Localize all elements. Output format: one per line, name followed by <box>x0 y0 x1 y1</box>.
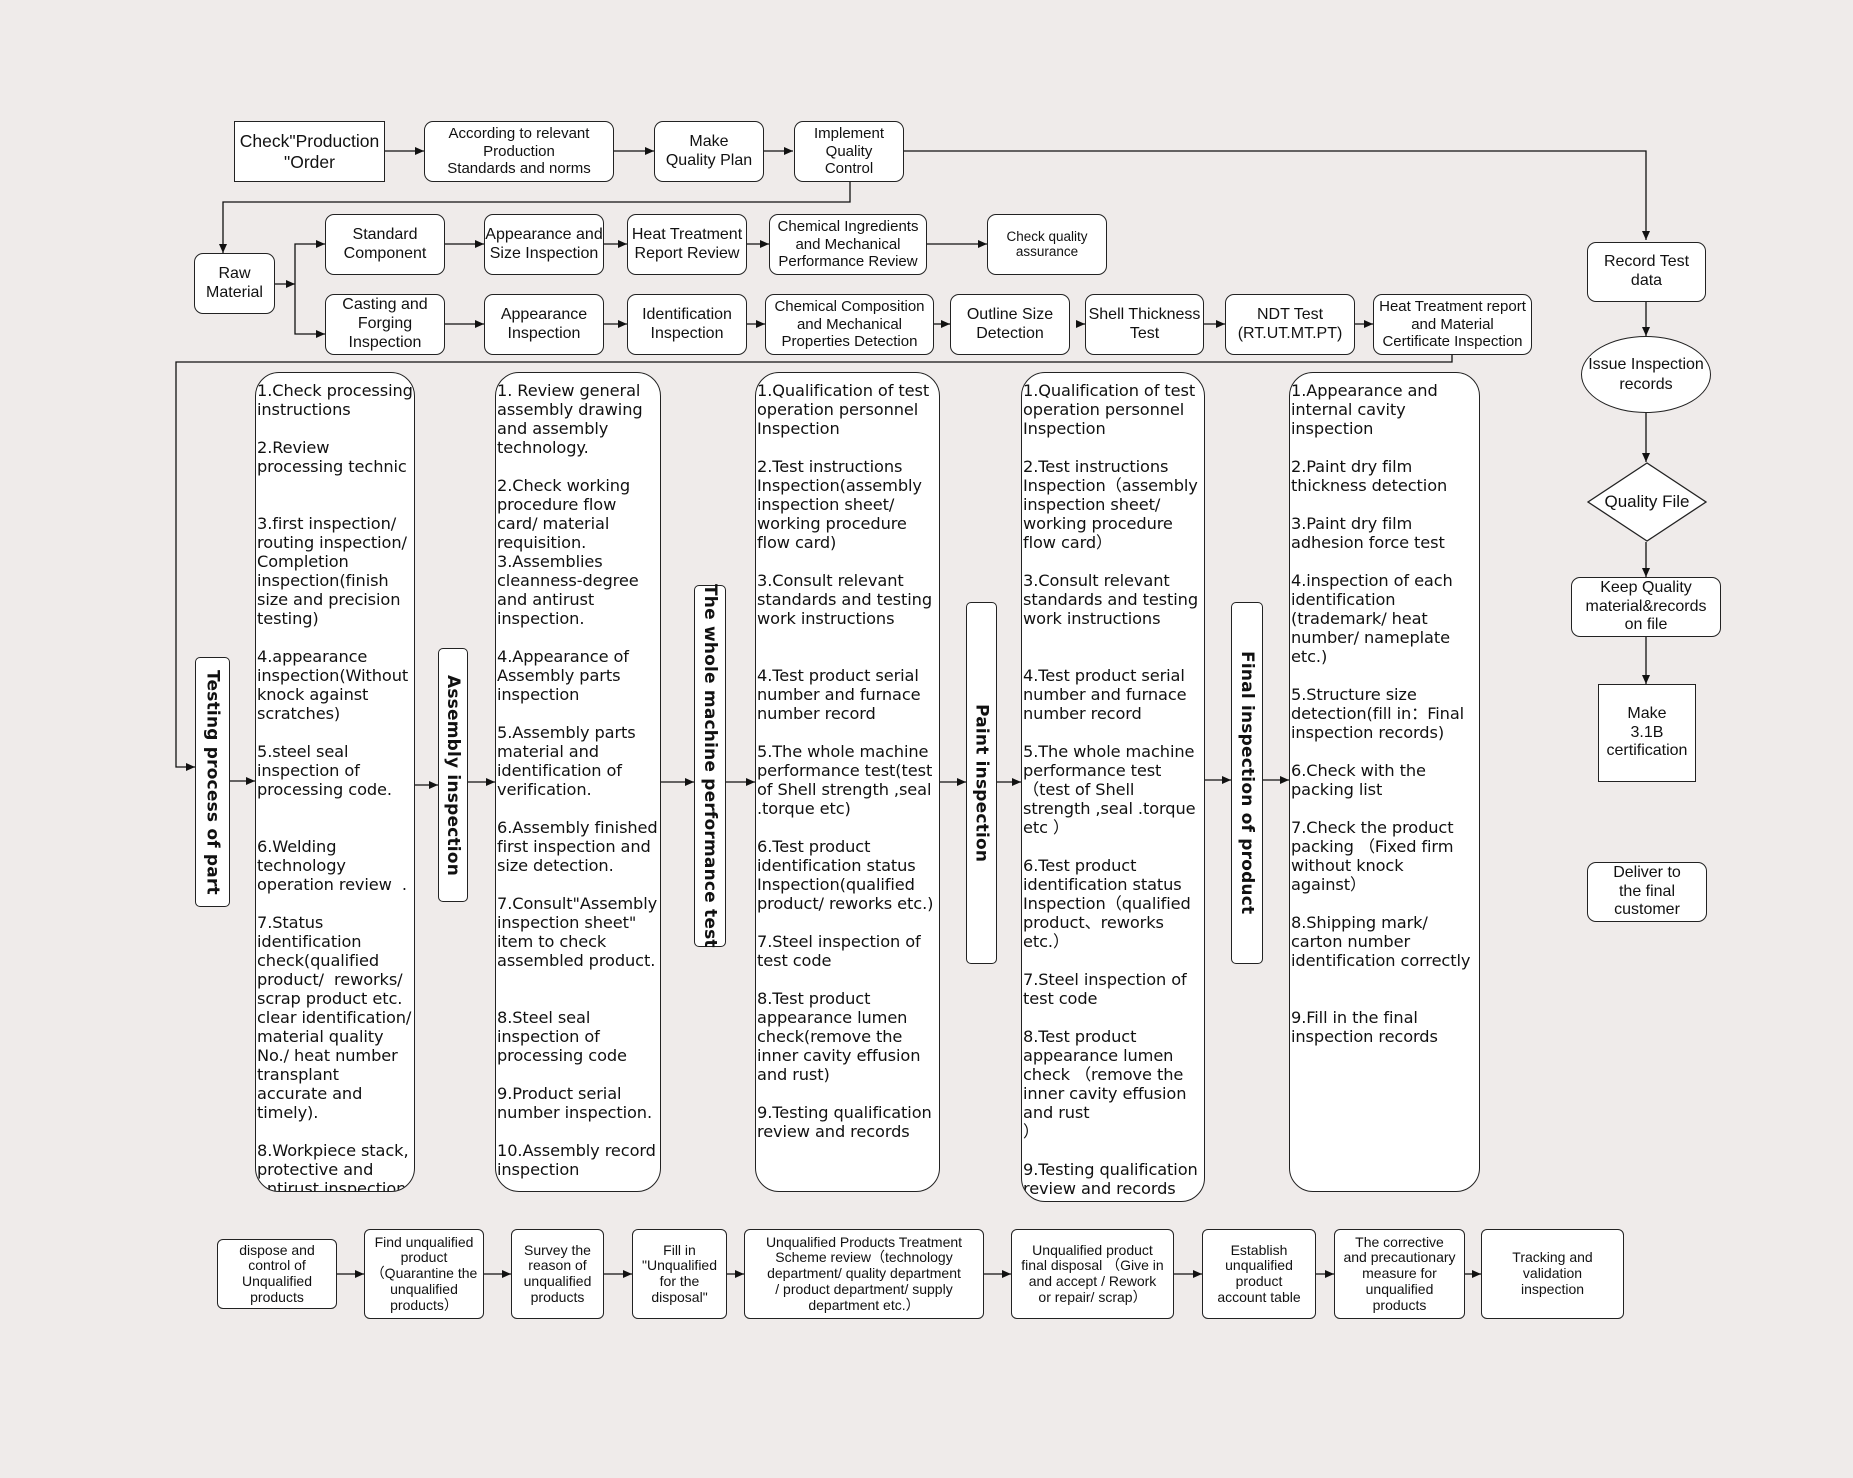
connector-arrow <box>175 355 1453 771</box>
heat-treatment-certificate-box: Heat Treatment report and Material Certi… <box>1373 294 1532 355</box>
dispose-unqualified-box: dispose and control of Unqualified produ… <box>217 1239 337 1309</box>
stage-label-text: The whole machine performance test <box>700 584 720 948</box>
stage-label-text: Assembly inspection <box>443 674 463 876</box>
heat-treatment-review-box: Heat Treatment Report Review <box>627 214 747 275</box>
make-certification-box: Make 3.1B certification <box>1598 684 1696 782</box>
stage-label-final: Final inspection of product <box>1231 602 1263 964</box>
quality-file-label: Quality File <box>1604 492 1690 511</box>
implement-quality-control-box: Implement Quality Control <box>794 121 904 182</box>
standard-component-box: Standard Component <box>325 214 445 275</box>
survey-reason-box: Survey the reason of unqualified product… <box>511 1229 604 1319</box>
final-disposal-box: Unqualified product final disposal （Give… <box>1011 1229 1174 1319</box>
find-unqualified-product-box: Find unqualified product （Quarantine the… <box>364 1229 484 1319</box>
keep-quality-records-box: Keep Quality material&records on file <box>1571 577 1721 637</box>
assembly-inspection-column: 1. Review general assembly drawing and a… <box>495 372 661 1192</box>
diamond-shape <box>1587 462 1707 542</box>
identification-inspection-box: Identification Inspection <box>627 294 747 355</box>
stage-label-assembly: Assembly inspection <box>438 648 468 902</box>
corrective-measure-box: The corrective and precautionary measure… <box>1334 1229 1465 1319</box>
account-table-box: Establish unqualified product account ta… <box>1202 1229 1316 1319</box>
stage-label-testing-process: Testing process of part <box>195 657 230 907</box>
connector-arrow <box>219 181 851 253</box>
assembly-inspection-steps: 1. Review general assembly drawing and a… <box>497 381 658 1179</box>
appearance-size-inspection-box: Appearance and Size Inspection <box>484 214 604 275</box>
chemical-composition-detection-box: Chemical Composition and Mechanical Prop… <box>765 294 934 355</box>
fill-in-disposal-box: Fill in "Unqualified for the disposal" <box>632 1229 727 1319</box>
performance-test-steps: 1.Qualification of test operation person… <box>757 381 934 1141</box>
appearance-inspection-box: Appearance Inspection <box>484 294 604 355</box>
final-inspection-column: 1.Appearance and internal cavity inspect… <box>1289 372 1480 1192</box>
check-quality-assurance-box: Check quality assurance <box>987 214 1107 275</box>
testing-process-column: 1.Check processing instructions 2.Review… <box>255 372 415 1192</box>
stage-label-text: Testing process of part <box>202 669 223 895</box>
stage-label-text: Final inspection of product <box>1237 651 1257 915</box>
shell-thickness-test-box: Shell Thickness Test <box>1085 294 1204 355</box>
paint-inspection-steps: 1.Qualification of test operation person… <box>1023 381 1198 1198</box>
record-test-data-box: Record Test data <box>1587 242 1706 302</box>
tracking-validation-box: Tracking and validation inspection <box>1481 1229 1624 1319</box>
testing-process-steps: 1.Check processing instructions 2.Review… <box>257 381 413 1192</box>
raw-material-box: Raw Material <box>194 253 275 314</box>
final-inspection-steps: 1.Appearance and internal cavity inspect… <box>1291 381 1471 1046</box>
connector-arrow <box>904 150 1650 240</box>
issue-inspection-records-ellipse: Issue Inspection records <box>1581 336 1711 413</box>
stage-label-text: Paint inspection <box>971 703 992 863</box>
performance-test-column: 1.Qualification of test operation person… <box>755 372 940 1192</box>
ndt-test-box: NDT Test (RT.UT.MT.PT) <box>1225 294 1355 355</box>
stage-label-paint: Paint inspection <box>966 602 997 964</box>
outline-size-detection-box: Outline Size Detection <box>950 294 1070 355</box>
chemical-ingredients-review-box: Chemical Ingredients and Mechanical Perf… <box>769 214 927 275</box>
connector-arrow <box>294 240 325 284</box>
connector-arrow <box>294 284 325 338</box>
deliver-final-customer-box: Deliver to the final customer <box>1587 862 1707 922</box>
stage-label-performance: The whole machine performance test <box>694 584 726 948</box>
quality-plan-box: Make Quality Plan <box>654 121 764 182</box>
casting-forging-inspection-box: Casting and Forging Inspection <box>325 294 445 355</box>
paint-inspection-column: 1.Qualification of test operation person… <box>1021 372 1205 1202</box>
check-production-order-box: Check"Production "Order <box>234 121 385 182</box>
production-standards-box: According to relevant Production Standar… <box>424 121 614 182</box>
quality-file-diamond: Quality File <box>1587 462 1707 542</box>
treatment-scheme-review-box: Unqualified Products Treatment Scheme re… <box>744 1229 984 1319</box>
